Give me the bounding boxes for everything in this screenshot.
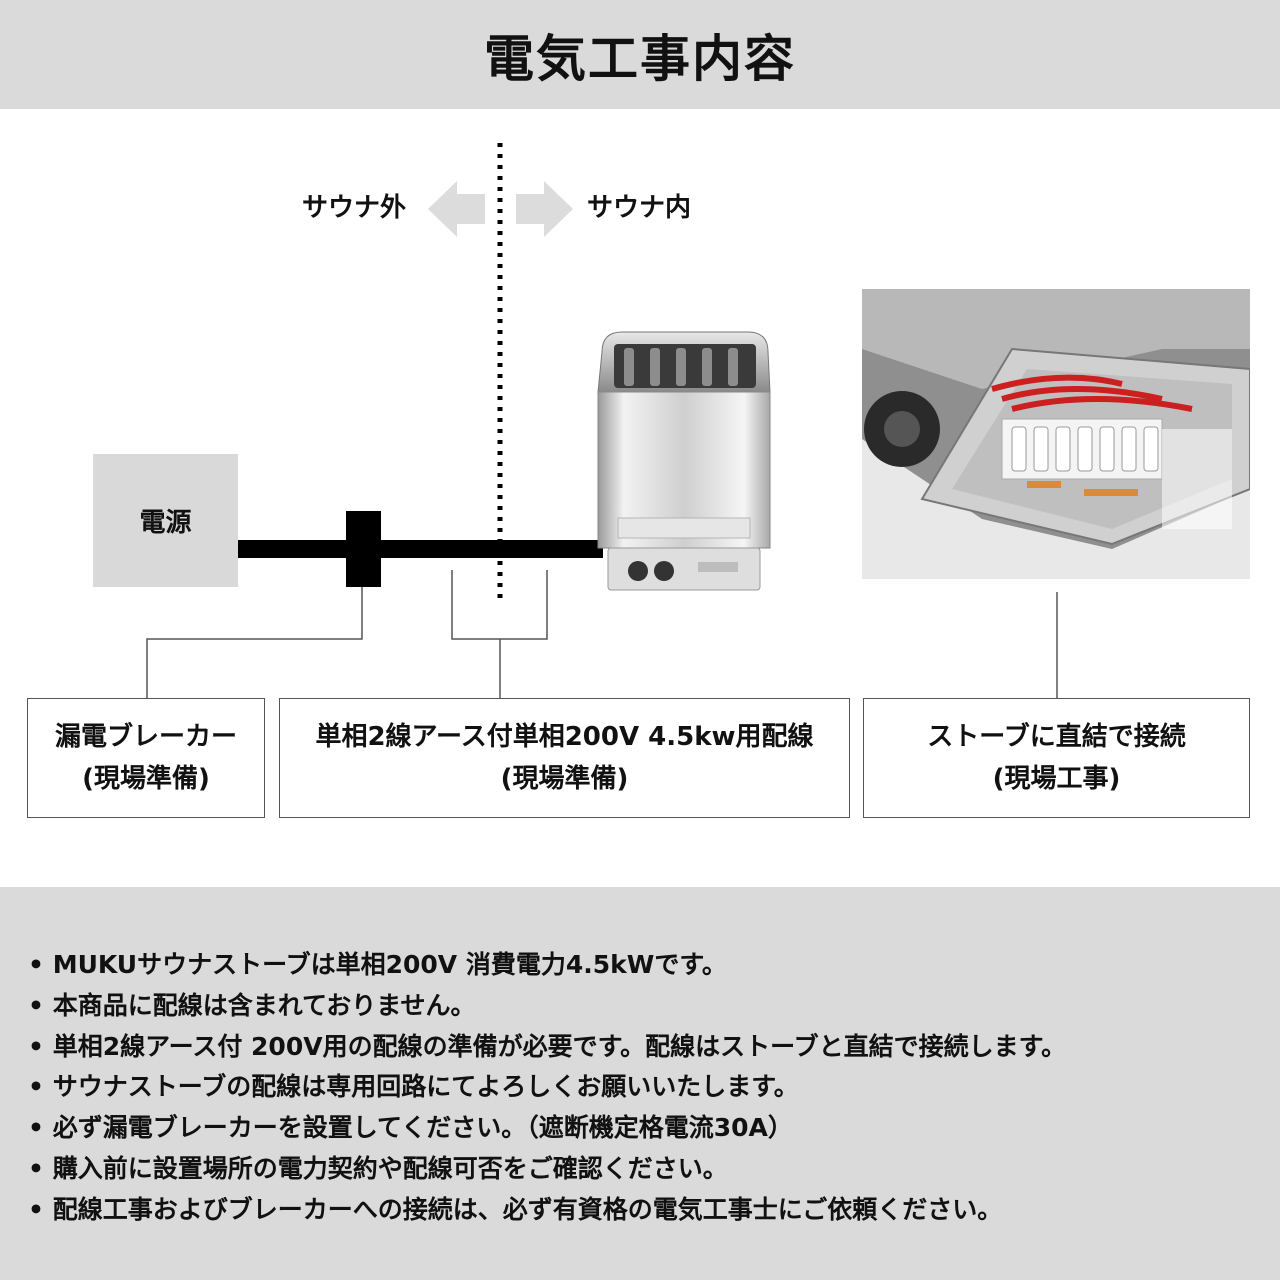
breaker-callout: 漏電ブレーカー (現場準備) (27, 698, 265, 818)
breaker-callout-title: 漏電ブレーカー (54, 722, 237, 752)
note-item: 配線工事およびブレーカーへの接続は、必ず有資格の電気工事士にご依頼ください。 (28, 1190, 1066, 1231)
wiring-callout-title: 単相2線アース付単相200V 4.5kw用配線 (315, 722, 814, 752)
inside-arrow-icon (516, 181, 573, 237)
note-item: MUKUサウナストーブは単相200V 消費電力4.5kWです。 (28, 945, 1066, 986)
inside-sauna-label: サウナ内 (587, 193, 692, 223)
header-band: 電気工事内容 (0, 0, 1280, 109)
main-wire (238, 540, 603, 558)
notes-list: MUKUサウナストーブは単相200V 消費電力4.5kWです。 本商品に配線は含… (28, 945, 1066, 1231)
connection-callout: ストーブに直結で接続 (現場工事) (863, 698, 1250, 818)
connection-callout-note: (現場工事) (992, 764, 1121, 794)
breaker-connector (146, 587, 363, 698)
breaker-symbol (346, 511, 381, 587)
wiring-bracket (451, 570, 548, 640)
power-source-label: 電源 (139, 508, 192, 538)
note-item: サウナストーブの配線は専用回路にてよろしくお願いいたします。 (28, 1067, 1066, 1108)
outside-sauna-label: サウナ外 (302, 193, 407, 223)
wiring-callout: 単相2線アース付単相200V 4.5kw用配線 (現場準備) (279, 698, 850, 818)
terminal-block-photo (862, 289, 1250, 579)
breaker-callout-note: (現場準備) (82, 764, 210, 794)
note-item: 必ず漏電ブレーカーを設置してください。（遮断機定格電流30A） (28, 1108, 1066, 1149)
note-item: 購入前に設置場所の電力契約や配線可否をご確認ください。 (28, 1149, 1066, 1190)
sauna-stove-image (597, 331, 771, 591)
power-source-box: 電源 (93, 454, 238, 587)
page-title: 電気工事内容 (484, 29, 796, 88)
note-item: 単相2線アース付 200V用の配線の準備が必要です。配線はストーブと直結で接続し… (28, 1027, 1066, 1068)
note-item: 本商品に配線は含まれておりません。 (28, 986, 1066, 1027)
connection-callout-title: ストーブに直結で接続 (927, 722, 1186, 752)
outside-arrow-icon (428, 181, 485, 237)
wiring-callout-note: (現場準備) (500, 764, 629, 794)
